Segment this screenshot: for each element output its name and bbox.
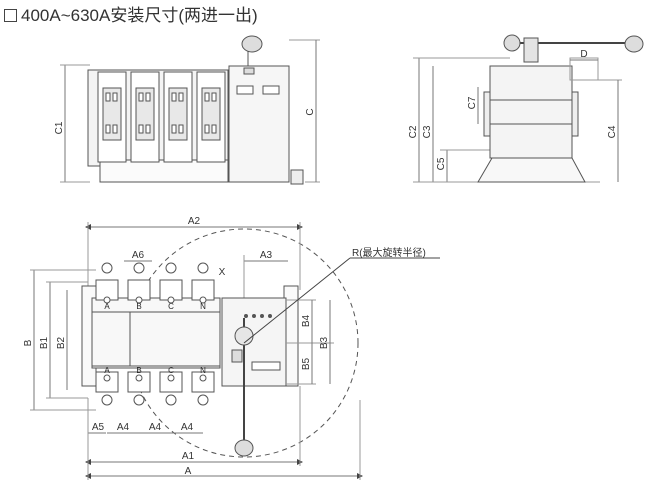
handle-knob (241, 35, 263, 53)
front-poles (97, 71, 226, 163)
label-a2: A2 (188, 216, 201, 227)
side-handle-left (503, 34, 521, 52)
label-a4-3: A4 (181, 422, 194, 433)
label-a1: A1 (182, 451, 195, 462)
mount-view (30, 222, 440, 480)
label-c5: C5 (436, 157, 447, 170)
page-title: 400A~630A安装尺寸(两进一出) (4, 1, 258, 26)
label-b: B (23, 339, 34, 346)
front-view (60, 35, 320, 185)
side-base (477, 157, 586, 183)
mount-handle-hub (234, 326, 254, 346)
rotation-radius-circle (129, 228, 359, 458)
label-d: D (580, 49, 587, 60)
label-b4: B4 (301, 314, 312, 327)
pole-label-top-a: A (104, 302, 110, 311)
label-c2: C2 (408, 125, 419, 138)
label-x: X (219, 267, 226, 278)
mount-body (91, 297, 221, 369)
label-a4-2: A4 (149, 422, 162, 433)
pole-label-bottom-a: A (104, 366, 110, 375)
mount-handle-knob (234, 439, 254, 457)
label-b3: B3 (319, 336, 330, 349)
mount-control-panel (221, 297, 287, 387)
label-c3: C3 (422, 125, 433, 138)
r-leader-line (243, 257, 351, 344)
side-body (489, 65, 573, 159)
title-text: 400A~630A安装尺寸(两进一出) (21, 6, 258, 25)
label-a4-1: A4 (117, 422, 130, 433)
label-a3: A3 (260, 250, 273, 261)
checkbox-square-icon (4, 9, 17, 22)
label-a: A (185, 466, 192, 477)
label-b5: B5 (301, 357, 312, 370)
label-b2: B2 (56, 336, 67, 349)
pole-label-bottom-n: N (200, 366, 206, 375)
label-b1: B1 (39, 336, 50, 349)
label-c1: C1 (54, 121, 65, 134)
pole-label-top-b: B (136, 302, 141, 311)
pole-label-top-c: C (168, 302, 174, 311)
label-c: C (305, 108, 316, 115)
pole-label-bottom-b: B (136, 366, 141, 375)
label-c7: C7 (467, 96, 478, 109)
label-r: R(最大旋转半径) (352, 246, 426, 259)
label-a5: A5 (92, 422, 105, 433)
label-a6: A6 (132, 250, 145, 261)
control-box (228, 65, 290, 183)
side-view (413, 34, 644, 183)
pole-label-top-n: N (200, 302, 206, 311)
label-c4: C4 (607, 125, 618, 138)
side-handle-right (624, 35, 644, 53)
pole-label-bottom-c: C (168, 366, 174, 375)
switch-base (99, 159, 229, 183)
